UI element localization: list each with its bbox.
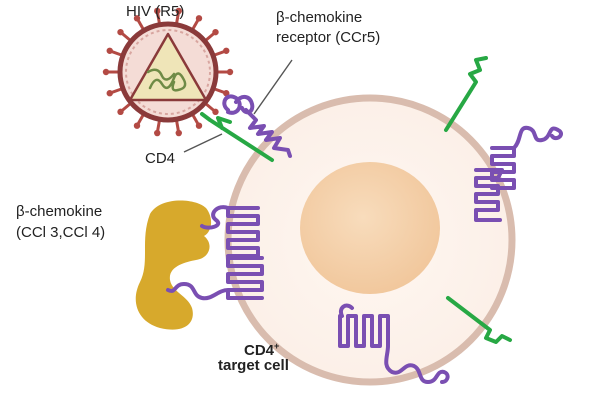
ccr5-receptor-bottom [338,303,450,384]
label-cell-sup: + [274,341,280,351]
virus-spike-knob [154,129,161,137]
label-cell-line1: CD4+ [244,337,279,360]
virus-spike-knob [226,68,234,76]
virus-spike-knob [106,47,113,54]
label-cd4: CD4 [145,150,176,167]
virus-spike-knob [223,47,230,54]
ccr5-receptor-left [200,205,260,258]
cd4-receptor-left [200,112,274,162]
virus-spike-knob [175,7,182,15]
virus-spikes [102,7,234,137]
virus-spike-knob [223,90,230,97]
viral-rna [146,68,187,92]
virus-spike-knob [195,122,203,129]
label-hiv: HIV (R5) [126,3,185,20]
label-cell-line2: target cell [218,357,289,374]
virus-spike-knob [195,15,203,22]
ccr5-receptor-right-lower [474,168,504,222]
ccr5-receptor-top [222,94,292,158]
virus-spike-knob [106,90,113,97]
ccr5-receptor-right-upper [490,125,563,190]
virus-spike-knob [133,15,141,22]
label-receptor-line1: β-chemokine [276,9,363,26]
leader-lines [183,59,293,153]
virus-spike-knob [133,122,141,129]
beta-chemokine [135,200,212,330]
hiv-virion [102,7,234,137]
virus-spike-knob [117,108,124,116]
cd4-receptors [200,56,512,344]
cell-nucleus [300,162,440,294]
virus-spike-knob [212,108,219,116]
target-cell [224,94,516,386]
virus-spike-knob [154,7,161,15]
cd4-receptor-bottom [446,296,512,344]
ccr5-receptors [166,94,563,384]
cd4-receptor-top-right [444,56,488,132]
label-chemokine-line2: (CCl 3,CCl 4) [16,224,106,241]
label-receptor-line2: receptor (CCr5) [276,29,381,46]
ccr5-receptor-bound [166,256,264,301]
leader-line-cd4 [183,133,223,153]
leader-line-receptor [253,59,293,115]
label-chemokine-line1: β-chemokine [16,203,103,220]
virus-capsid [128,32,208,102]
virus-spike-knob [102,68,110,76]
label-cell-cd4: CD4 [244,342,275,359]
virus-spike-knob [212,28,219,36]
virus-spike-knob [117,28,124,36]
virus-spike-knob [175,129,182,137]
